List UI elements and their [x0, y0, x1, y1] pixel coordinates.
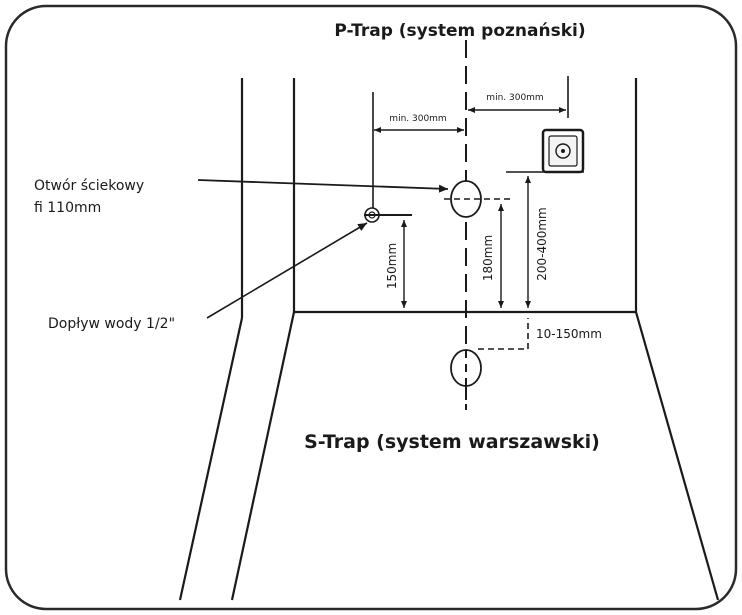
dim-150-label: 150mm	[385, 243, 399, 289]
water-supply-leader	[206, 222, 368, 319]
drain-hole-label-line2: fi 110mm	[34, 200, 101, 216]
dimension-extension-lines	[372, 76, 569, 214]
p-trap-title: P-Trap (system poznański)	[334, 21, 585, 41]
dim-10-150-label: 10-150mm	[536, 327, 602, 341]
drain-hole-label-line1: Otwór ściekowy	[34, 178, 144, 194]
dim-min300-right-label: min. 300mm	[486, 93, 543, 103]
water-valve-icon	[364, 207, 412, 223]
s-trap-drain-hole	[450, 349, 482, 410]
drain-hole-leader	[197, 179, 449, 193]
s-trap-title: S-Trap (system warszawski)	[304, 431, 600, 453]
diagram-frame	[4, 4, 738, 611]
dimension-200-400	[506, 171, 584, 308]
dim-200-400-label: 200-400mm	[535, 207, 549, 281]
water-supply-label: Dopływ wody 1/2"	[48, 316, 175, 332]
dim-180-label: 180mm	[481, 235, 495, 281]
flush-button-icon	[541, 128, 585, 174]
dim-min300-left-label: min. 300mm	[389, 114, 446, 124]
s-trap-pipe	[478, 318, 529, 350]
p-trap-drain-hole	[444, 180, 512, 218]
